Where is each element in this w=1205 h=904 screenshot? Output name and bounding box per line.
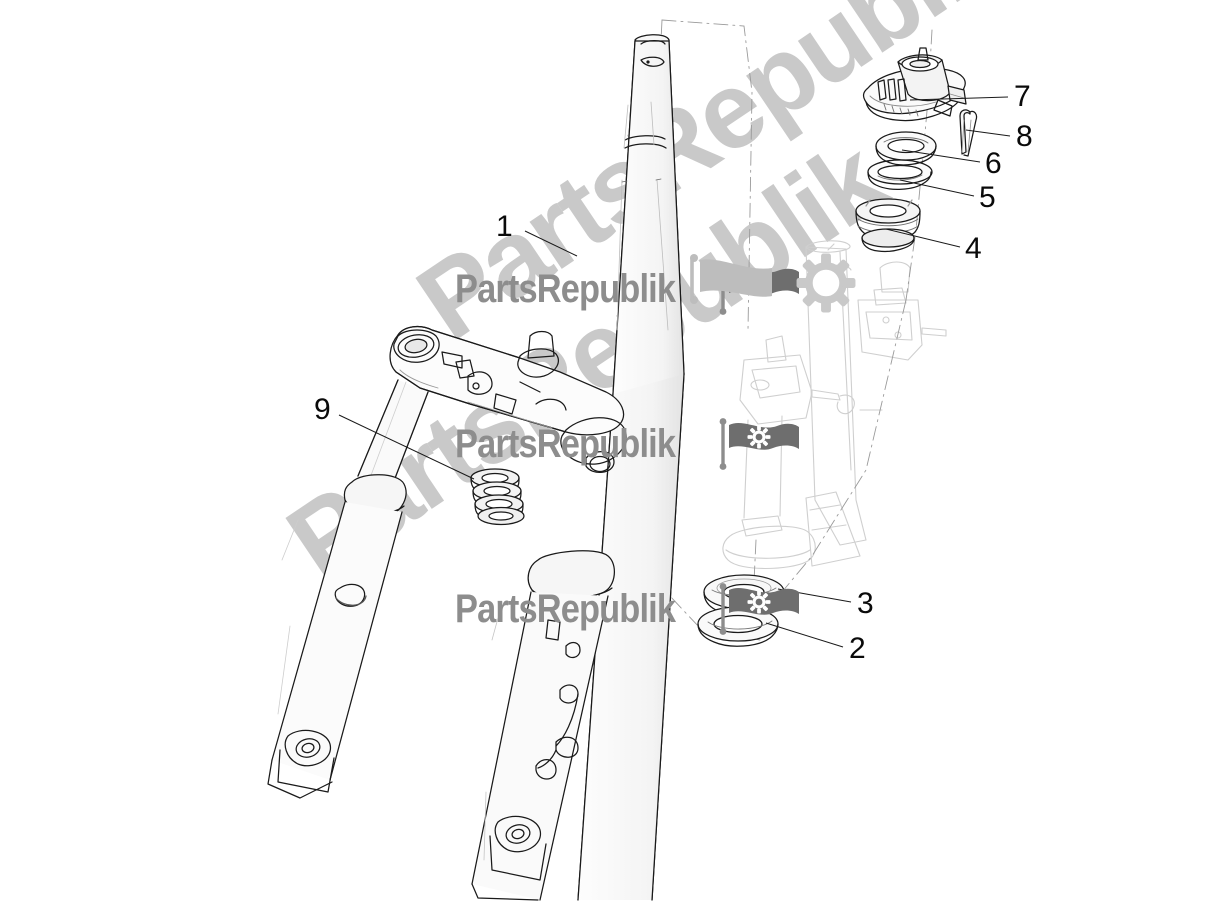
leader-line-5 [899, 179, 975, 197]
part-lower-bearing-race [697, 606, 779, 647]
callout-number-4: 4 [965, 232, 982, 265]
leader-line-1 [524, 230, 578, 257]
callout-number-2: 2 [849, 632, 866, 665]
callout-number-5: 5 [979, 181, 996, 214]
callout-number-6: 6 [985, 147, 1002, 180]
part-dust-seal-bushing-stack [470, 468, 525, 526]
part-fork-crown-triple-clamp [389, 325, 627, 473]
part-right-fork-slider [471, 550, 615, 901]
callout-number-9: 9 [314, 393, 331, 426]
part-flat-washer [867, 159, 933, 190]
part-fork-stanchion-tube [577, 34, 685, 901]
part-steering-lock-housing [862, 47, 967, 122]
leader-line-9 [338, 414, 475, 480]
callout-number-1: 1 [496, 210, 513, 243]
callout-number-7: 7 [1014, 80, 1031, 113]
callout-number-3: 3 [857, 587, 874, 620]
leader-line-4 [885, 228, 961, 248]
leader-line-6 [901, 149, 981, 163]
callout-number-8: 8 [1016, 120, 1033, 153]
leader-line-8 [965, 129, 1011, 137]
leader-line-7 [909, 96, 1009, 101]
part-left-fork-leg [267, 379, 429, 799]
leader-line-2 [765, 622, 844, 648]
part-steering-bearing-seat [855, 198, 921, 253]
part-split-cotter-pin [959, 109, 978, 157]
